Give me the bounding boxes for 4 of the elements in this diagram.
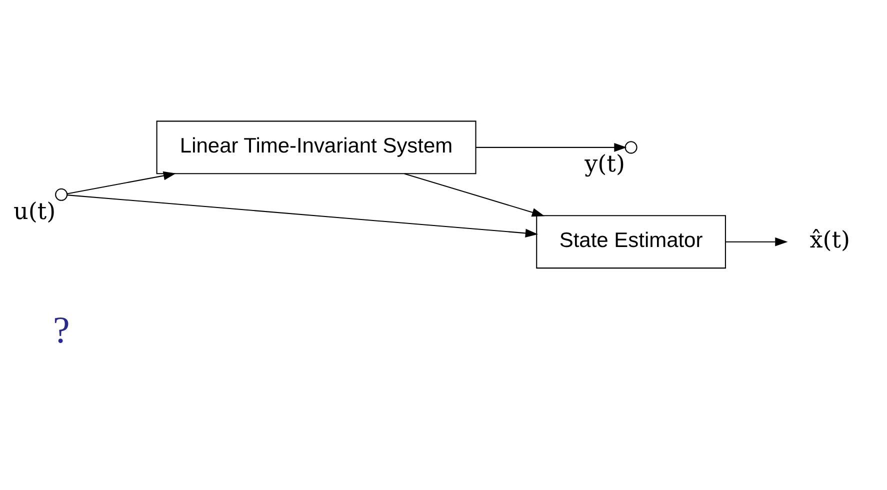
node-label: y(t) <box>584 152 625 178</box>
node-text: x̂(t) <box>810 228 850 254</box>
label: ? <box>52 309 70 352</box>
node-label: u(t) <box>14 198 56 225</box>
